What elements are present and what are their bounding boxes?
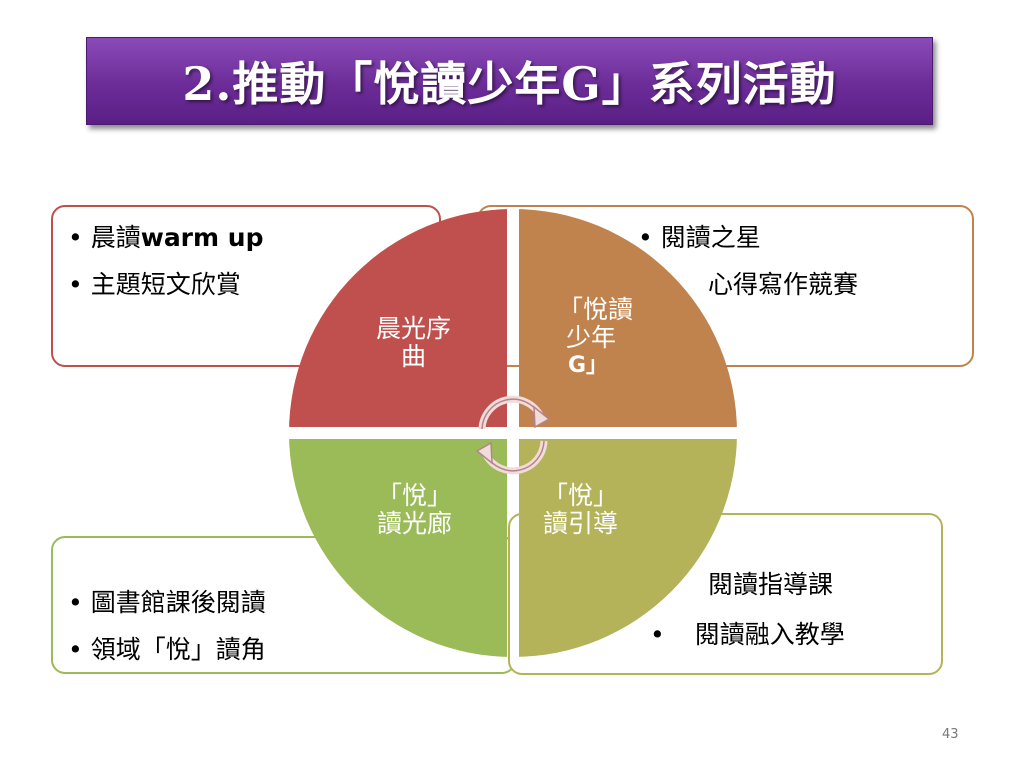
segment-label-guidance: 「悅」 讀引導 (543, 482, 618, 538)
tl-item-1-prefix: 晨讀 (90, 223, 141, 252)
bullet: • (638, 223, 653, 252)
bullet: • (68, 270, 83, 299)
tr-item-1: • 閱讀之星 (638, 225, 761, 250)
bullet: • (68, 223, 83, 252)
slide-title: 2.推動「悅讀少年G」系列活動 (182, 57, 837, 111)
bl-item-2: • 領域「悅」讀角 (68, 637, 266, 662)
segment-label-core: 「悅讀 少年 G」 (558, 296, 633, 380)
segment-bottom-left (289, 439, 507, 657)
br-item-2-text: 閱讀融入教學 (694, 620, 845, 649)
segment-label-line: 「悅」 (377, 481, 453, 510)
segment-label-line: 讀光廊 (377, 509, 453, 538)
tr-item-2: 心得寫作競賽 (708, 270, 859, 299)
segment-label-line: 「悅讀 (558, 295, 634, 324)
br-item-2: • 閱讀融入教學 (650, 622, 845, 647)
segment-label-line: 「悅」 (543, 481, 619, 510)
segment-label-line: 曲 (401, 342, 427, 371)
bullet: • (650, 620, 665, 649)
page-number: 43 (942, 727, 959, 742)
bl-item-2-text: 領域「悅」讀角 (90, 635, 266, 664)
segment-bottom-right (519, 439, 737, 657)
tl-item-2-text: 主題短文欣賞 (90, 270, 241, 299)
bl-item-1: • 圖書館課後閱讀 (68, 590, 266, 615)
segment-label-line: 少年 (566, 323, 617, 352)
cycle-arrows-icon (475, 395, 551, 475)
tl-item-1-suffix: warm up (140, 223, 264, 252)
segment-label-line: 讀引導 (543, 509, 619, 538)
title-bar: 2.推動「悅讀少年G」系列活動 (86, 37, 933, 125)
segment-label-line: 晨光序 (376, 314, 452, 343)
segment-label-gallery: 「悅」 讀光廊 (377, 482, 452, 538)
bl-item-1-text: 圖書館課後閱讀 (90, 588, 266, 617)
bullet: • (68, 588, 83, 617)
segment-label-line: G」 (568, 353, 609, 378)
br-item-1: 閱讀指導課 (708, 570, 834, 599)
segment-label-morning: 晨光序 曲 (376, 315, 451, 371)
bullet: • (68, 635, 83, 664)
tl-item-1: • 晨讀warm up (68, 225, 263, 250)
tl-item-2: • 主題短文欣賞 (68, 272, 241, 297)
tr-item-1-text: 閱讀之星 (660, 223, 761, 252)
cycle-wheel (289, 209, 737, 657)
